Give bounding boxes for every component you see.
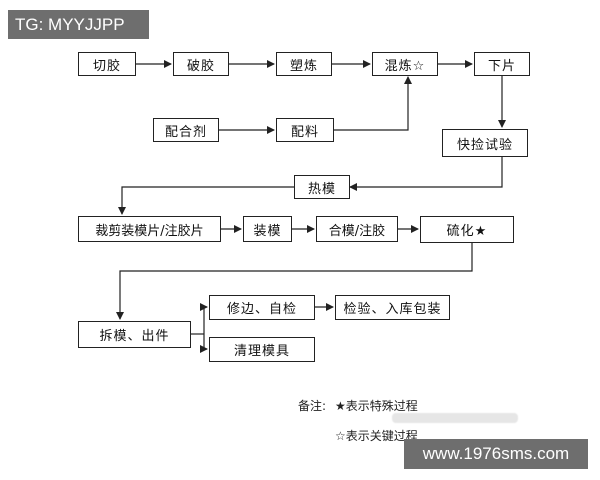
site-url-badge: www.1976sms.com [404,439,588,469]
node-remo: 热模 [294,175,350,199]
arrow-liuhua-chaimo [116,243,473,320]
arrow-split-xiubian [200,303,208,334]
node-hemo: 合模/注胶 [316,216,398,242]
arrow-peiliao-hunlian [334,76,412,131]
watermark-smudge-shape [392,413,518,423]
node-caijian: 裁剪装模片/注胶片 [78,216,221,242]
arrow-remo-caijian [118,186,294,215]
node-hunlian: 混炼☆ [372,52,438,76]
node-liuhua: 硫化★ [420,216,514,243]
node-zhuangmo: 装模 [243,216,292,242]
node-qingli: 清理模具 [209,337,315,362]
node-xiubian: 修边、自检 [209,295,315,320]
node-qiejiao: 切胶 [78,52,136,76]
arrow-kuaijian-remo [349,157,503,191]
legend-key: ☆表示关键过程 [335,429,418,443]
node-peihe: 配合剂 [153,118,219,142]
legend-special: ★表示特殊过程 [335,399,418,413]
node-xiapian: 下片 [474,52,530,76]
faint-watermark-smudge [392,410,522,426]
node-sulian: 塑炼 [276,52,332,76]
node-kuaijian: 快捡试验 [442,129,528,157]
node-chaimo: 拆模、出件 [78,321,191,348]
arrow-split-qingli [200,334,208,353]
node-jianyan: 检验、入库包装 [335,295,450,320]
node-peiliao: 配料 [276,118,334,142]
legend-title: 备注: [298,399,327,413]
node-pojiao: 破胶 [173,52,229,76]
tg-watermark-badge: TG: MYYJJPP [8,10,149,39]
